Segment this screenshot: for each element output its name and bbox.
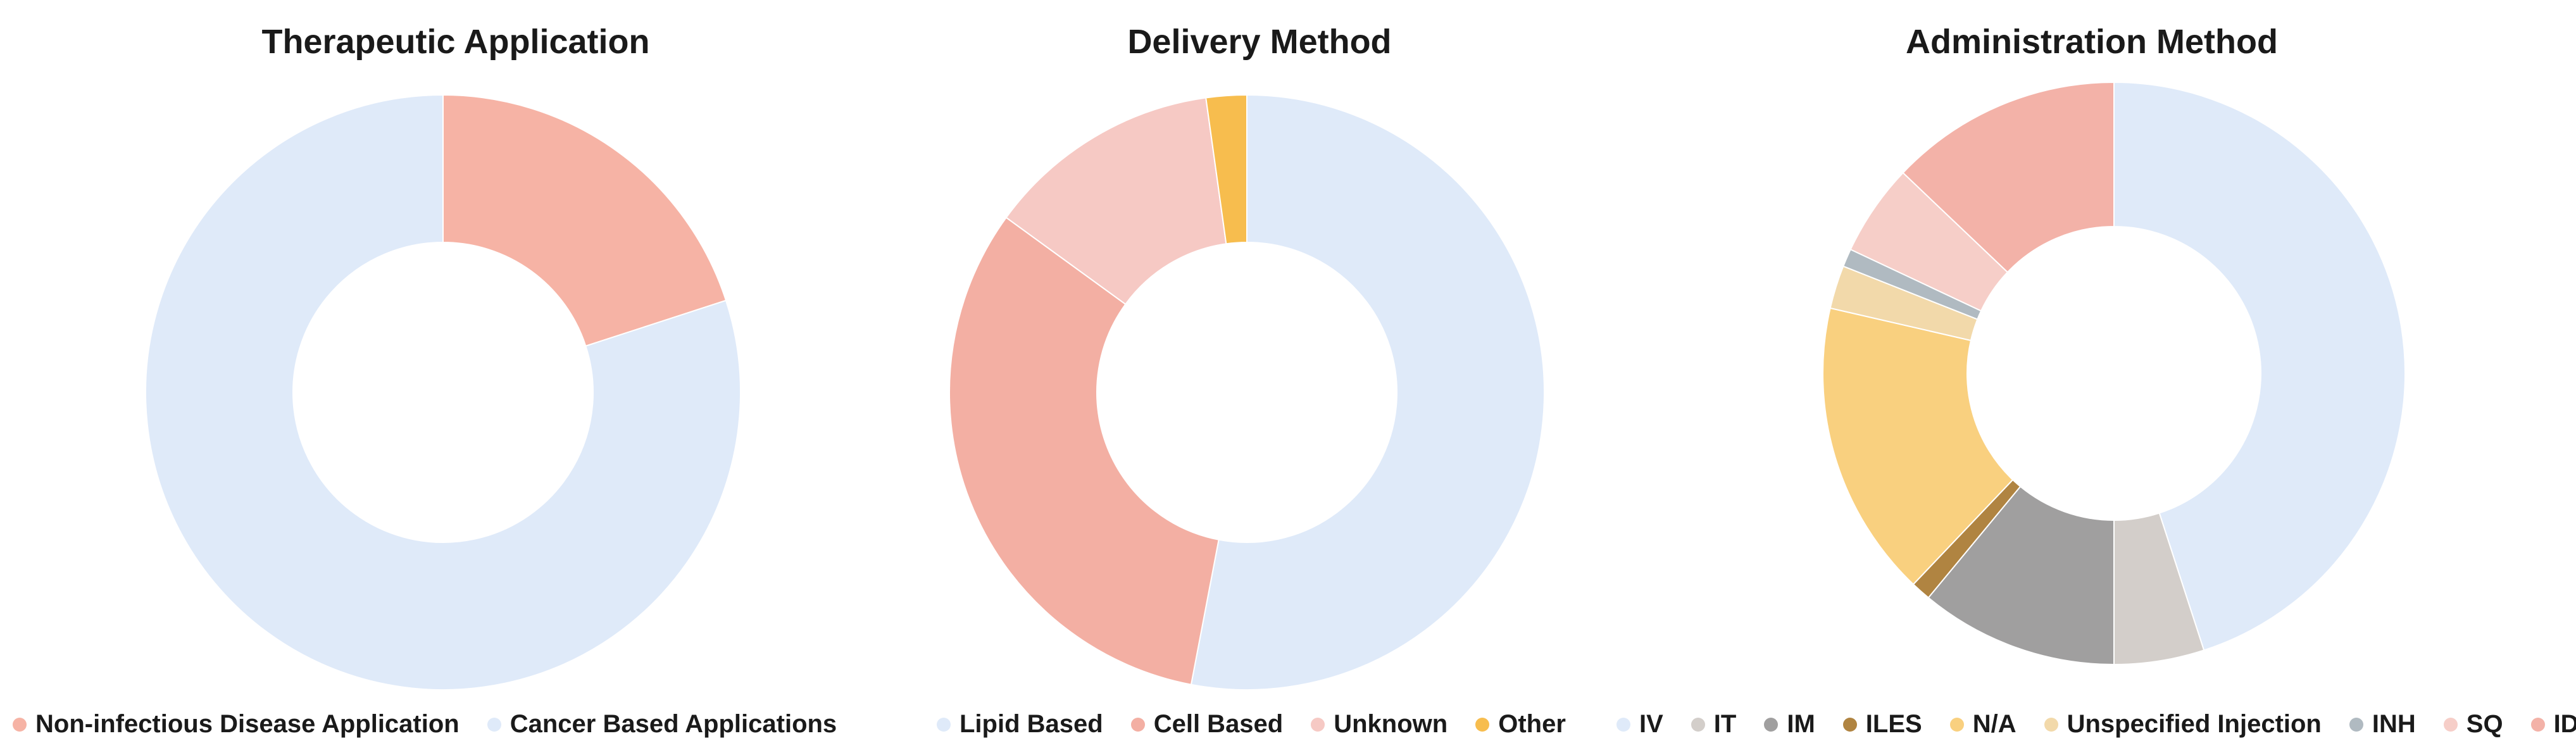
legend-item-unspecified-injection: Unspecified Injection <box>2044 710 2322 739</box>
legend-item-sq: SQ <box>2443 710 2503 739</box>
legend-item-id: ID <box>2530 710 2576 739</box>
legend-swatch <box>1949 717 1964 732</box>
legend-item-im: IM <box>1764 710 1815 739</box>
legend-item-iv: IV <box>1616 710 1663 739</box>
legend-swatch <box>2044 717 2058 732</box>
chart-title: Therapeutic Application <box>261 23 650 61</box>
legend-label: Unknown <box>1334 710 1448 738</box>
legend-swatch <box>2530 717 2545 732</box>
legend-label: IV <box>1639 710 1663 738</box>
legend-item-inh: INH <box>2349 710 2416 739</box>
chart-title: Administration Method <box>1906 23 2278 61</box>
legend-swatch <box>2443 717 2458 732</box>
chart-administration-method: Administration Method IV IT IM ILES N/A Unspe… <box>1608 0 2576 755</box>
legend-label: ID <box>2553 710 2576 738</box>
legend-item-n-a: N/A <box>1949 710 2016 739</box>
legend-label: Cancer Based Applications <box>510 710 837 738</box>
legend-item-other: Other <box>1475 710 1566 739</box>
legend-label: INH <box>2372 710 2416 738</box>
chart-title: Delivery Method <box>1127 23 1392 61</box>
slice-n-a <box>1822 307 2014 585</box>
slice-other <box>1205 94 1247 245</box>
legend-swatch <box>1311 717 1325 732</box>
slice-cell-based <box>949 216 1220 685</box>
legend-swatch <box>1616 717 1630 732</box>
legend-item-cancer-based-applications: Cancer Based Applications <box>487 710 837 739</box>
legend-label: Other <box>1498 710 1566 738</box>
chart-legend: IV IT IM ILES N/A Unspecified Injection INH SQ I… <box>1616 710 2576 739</box>
legend-swatch <box>1842 717 1857 732</box>
legend-label: SQ <box>2466 710 2503 738</box>
chart-therapeutic-application: Therapeutic Application Non-infectious D… <box>0 0 911 755</box>
legend-label: Cell Based <box>1153 710 1284 738</box>
legend-item-lipid-based: Lipid Based <box>937 710 1103 739</box>
chart-legend: Non-infectious Disease Application Cancer… <box>13 710 837 739</box>
legend-swatch <box>487 717 501 732</box>
legend-item-cell-based: Cell Based <box>1130 710 1284 739</box>
legend-label: ILES <box>1865 710 1922 738</box>
legend-swatch <box>2349 717 2363 732</box>
legend-label: Lipid Based <box>960 710 1103 738</box>
slice-id <box>1902 81 2115 273</box>
legend-swatch <box>1691 717 1705 732</box>
legend-label: IM <box>1787 710 1815 738</box>
legend-swatch <box>1475 717 1490 732</box>
donut-chart-delivery <box>949 94 1545 690</box>
legend-item-non-infectious-disease-application: Non-infectious Disease Application <box>13 710 460 739</box>
slice-non-infectious-disease-application <box>442 94 727 347</box>
donut-chart-therapeutic <box>145 94 741 690</box>
legend-swatch <box>1764 717 1779 732</box>
legend-item-unknown: Unknown <box>1311 710 1447 739</box>
slice-iv <box>2113 81 2406 651</box>
slice-cancer-based-applications <box>145 94 741 690</box>
slice-unknown <box>1005 97 1227 306</box>
chart-legend: Lipid Based Cell Based Unknown Other <box>937 710 1566 739</box>
donut-chart-administration <box>1822 81 2406 666</box>
slice-im <box>1927 485 2115 666</box>
legend-swatch <box>1130 717 1145 732</box>
legend-swatch <box>13 717 27 732</box>
legend-item-iles: ILES <box>1842 710 1922 739</box>
legend-item-it: IT <box>1691 710 1737 739</box>
legend-label: Non-infectious Disease Application <box>35 710 460 738</box>
legend-swatch <box>937 717 951 732</box>
chart-delivery-method: Delivery Method Lipid Based Cell Based Unk… <box>911 0 1608 755</box>
legend-label: N/A <box>1972 710 2016 738</box>
legend-label: Unspecified Injection <box>2066 710 2322 738</box>
slice-lipid-based <box>1190 94 1545 690</box>
legend-label: IT <box>1713 710 1737 738</box>
